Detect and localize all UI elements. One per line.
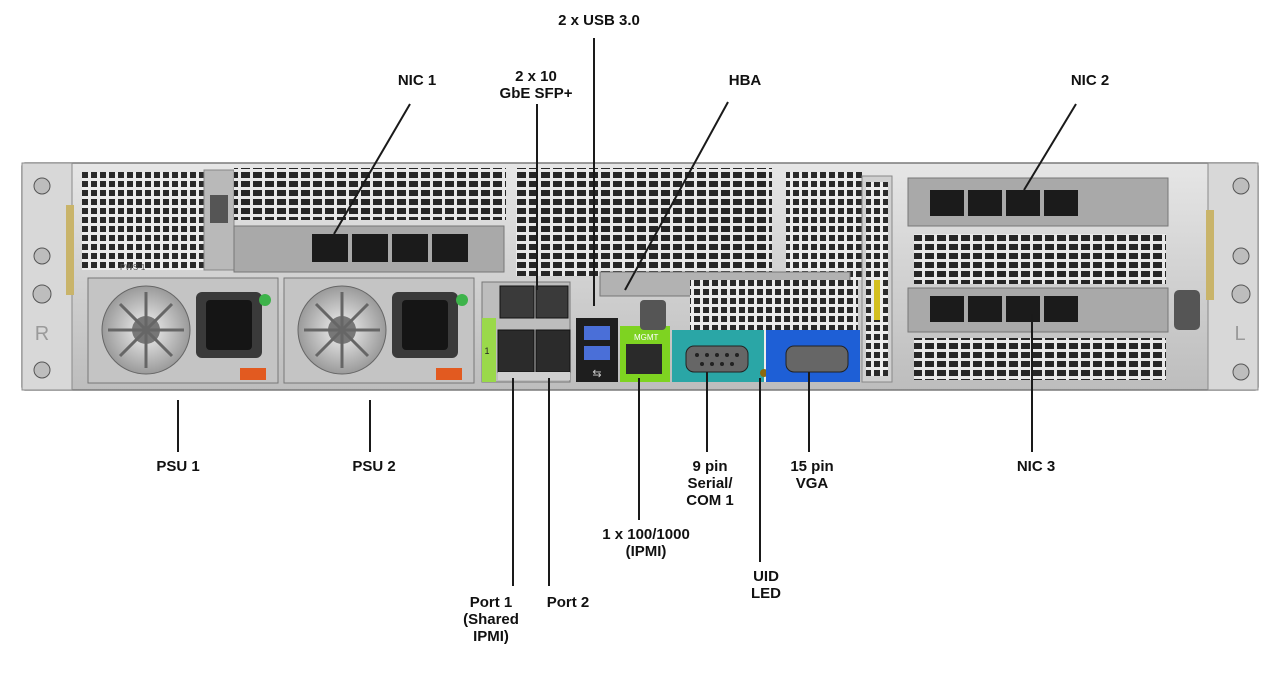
chassis-side-marker-l: L: [1234, 323, 1245, 345]
label-ipmi: 1 x 100/1000(IPMI): [602, 526, 690, 560]
psu1-module: [87, 277, 279, 384]
vent-grille: [914, 234, 1166, 284]
slot-number: 1: [484, 346, 489, 356]
rj45-ports: [497, 329, 571, 380]
vent-grille: [82, 172, 204, 270]
leader-lines: [177, 38, 1077, 586]
sfp-plus-ports: [499, 285, 569, 319]
vent-grille: [690, 280, 858, 332]
arrow-up-icon: [640, 300, 666, 330]
label-nic1: NIC 1: [397, 72, 437, 89]
nic3-ports: [930, 296, 1078, 322]
vent-grille: [516, 168, 772, 276]
arrow-up-icon: [1174, 290, 1200, 330]
screw-icon: [32, 177, 1251, 381]
vent-grille: [914, 338, 1166, 380]
chassis-side-marker-r: R: [35, 323, 49, 345]
label-hba: HBA: [728, 72, 762, 89]
nic2-ports: [930, 190, 1078, 216]
vent-grille: [234, 168, 506, 220]
usb-icon: ⇆: [592, 367, 601, 380]
nic1-ports: [312, 234, 468, 262]
mgmt-tag: MGMT: [634, 333, 659, 342]
vent-grille: [786, 172, 862, 280]
label-nic3: NIC 3: [1016, 458, 1056, 475]
label-nic2: NIC 2: [1070, 72, 1110, 89]
arrow-up-icon: [210, 195, 228, 223]
label-psu1: PSU 1: [156, 458, 200, 475]
label-port2: Port 2: [546, 594, 590, 611]
psu2-module: [283, 277, 475, 384]
psu-tag: PWS-1: [120, 263, 146, 272]
label-usb: 2 x USB 3.0: [558, 12, 640, 29]
label-psu2: PSU 2: [352, 458, 396, 475]
